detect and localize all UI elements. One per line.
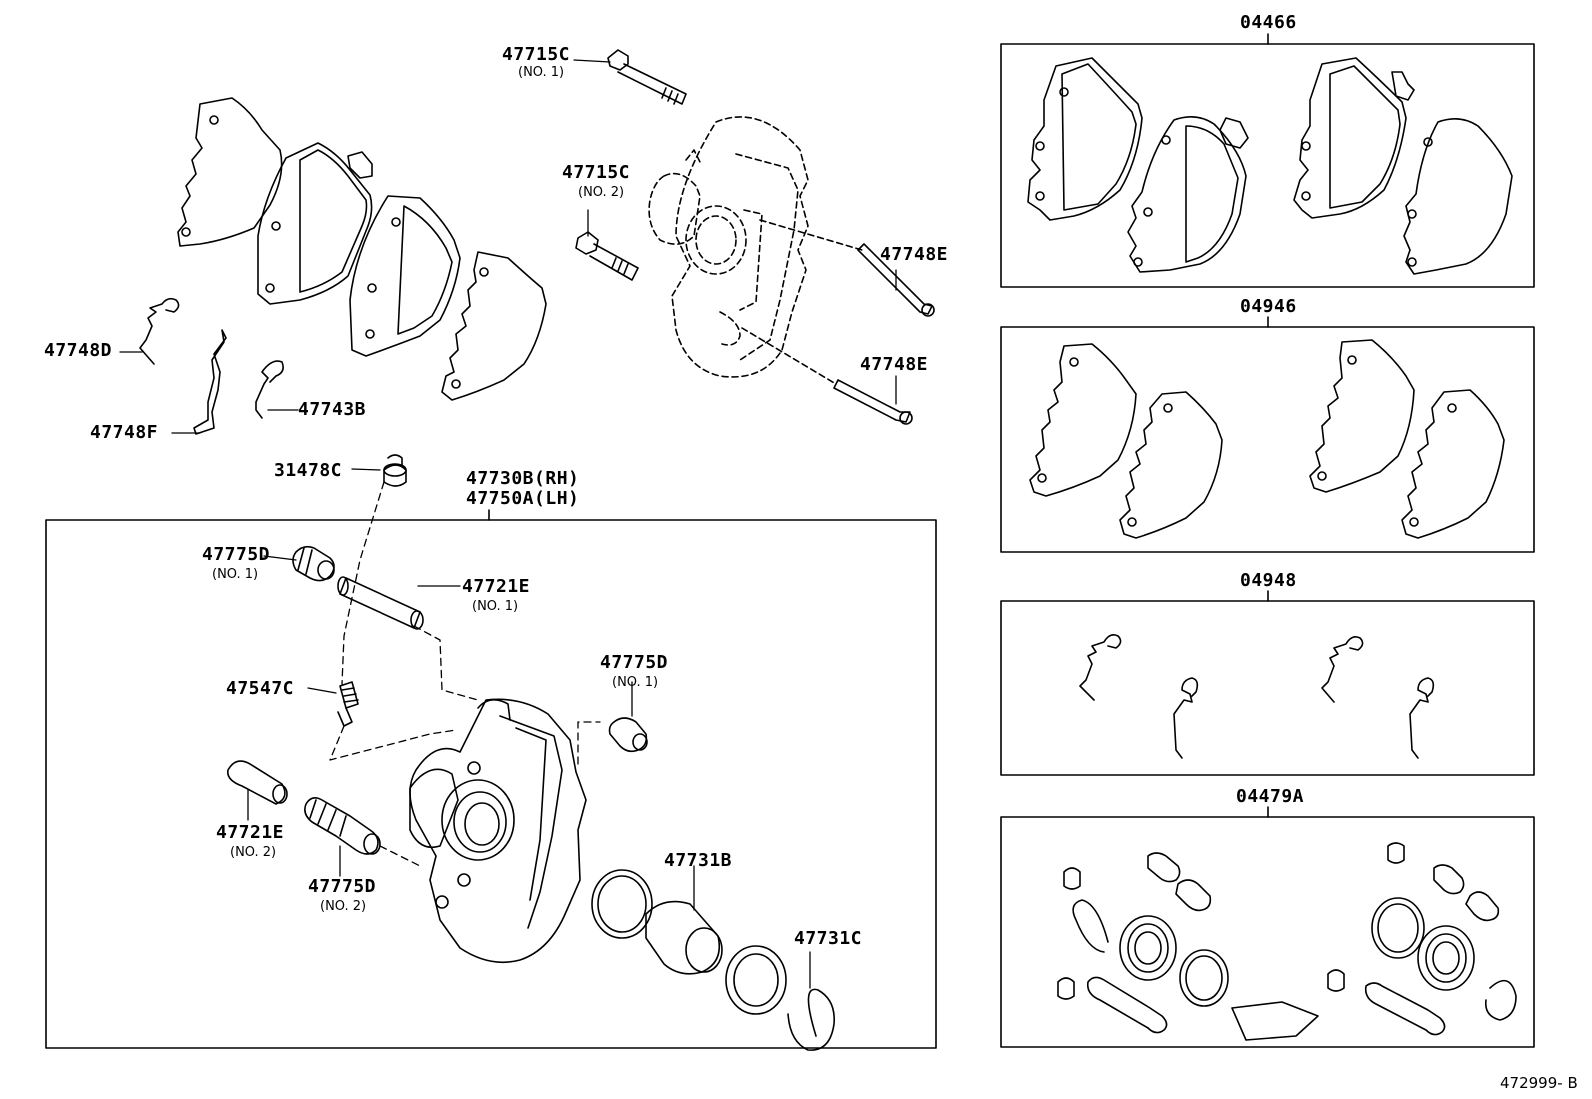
kit-label-04466[interactable]: 04466 (1240, 12, 1297, 33)
boot-47775D-no1-top (292, 545, 335, 582)
label-47731C[interactable]: 47731C (794, 928, 863, 949)
label-47748D[interactable]: 47748D (44, 340, 113, 361)
bleeder-plug-47547C (337, 681, 359, 727)
kit-04466-art (1027, 57, 1513, 275)
label-47715C-no1[interactable]: 47715C (502, 44, 571, 65)
label-47547C[interactable]: 47547C (226, 678, 295, 699)
label-47750A-lh[interactable]: 47750A(LH) (466, 488, 580, 509)
label-47730B-rh[interactable]: 47730B(RH) (466, 468, 580, 489)
bolt-47715C-no2 (575, 231, 639, 281)
piston (645, 900, 723, 975)
shim-inner-1 (441, 251, 547, 401)
boot-47775D-no2 (304, 796, 381, 855)
label-47721E-no1[interactable]: 47721E (462, 576, 531, 597)
kit-label-04946[interactable]: 04946 (1240, 296, 1297, 317)
label-47748E-upper[interactable]: 47748E (880, 244, 949, 265)
label-47715C-no2[interactable]: 47715C (562, 162, 631, 183)
main-assembly-frame (45, 509, 937, 1049)
note-47721E-no2: (NO. 2) (230, 845, 277, 860)
illustration-reference: 472999- B (1500, 1074, 1578, 1092)
pad-outer-1 (257, 142, 373, 305)
note-47775D-no1-right: (NO. 1) (612, 675, 659, 690)
note-47775D-no2: (NO. 2) (320, 899, 367, 914)
boot-47775D-no1-right (608, 717, 648, 753)
note-47775D-no1-top: (NO. 1) (212, 567, 259, 582)
clip-47743B (255, 360, 284, 419)
piston-seal-47731B (725, 945, 787, 1015)
label-47748E-lower[interactable]: 47748E (860, 354, 929, 375)
kit-label-04948[interactable]: 04948 (1240, 570, 1297, 591)
label-31478C[interactable]: 31478C (274, 460, 343, 481)
slide-pin-47721E-no2 (226, 760, 288, 805)
label-47743B[interactable]: 47743B (298, 399, 367, 420)
caliper-body (409, 698, 587, 964)
label-47721E-no2[interactable]: 47721E (216, 822, 285, 843)
kit-label-04479A[interactable]: 04479A (1236, 786, 1305, 807)
kit-04946-art (1029, 339, 1505, 539)
bleeder-cap-31478C (383, 454, 407, 487)
label-47775D-no1-top[interactable]: 47775D (202, 544, 271, 565)
kit-frames (1000, 33, 1535, 1048)
label-47731B[interactable]: 47731B (664, 850, 733, 871)
clip-47748D (139, 297, 180, 365)
kit-04479A-art (1057, 842, 1517, 1041)
kit-04948-art (1079, 634, 1435, 759)
caliper-reference-dashed (648, 116, 863, 385)
note-47715C-no1: (NO. 1) (518, 65, 565, 80)
leader-lines (119, 59, 897, 989)
ring-47731C (787, 988, 835, 1051)
label-47775D-no1-right[interactable]: 47775D (600, 652, 669, 673)
dust-boot-47731B (591, 869, 653, 939)
pad-inner-1 (349, 195, 461, 357)
dashed-connectors (329, 481, 601, 867)
pin-47748E-lower (833, 379, 913, 425)
note-47715C-no2: (NO. 2) (578, 185, 625, 200)
slide-pin-47721E-no1 (337, 576, 424, 630)
shim-outer-left (177, 97, 283, 247)
label-47775D-no2[interactable]: 47775D (308, 876, 377, 897)
bolt-47715C-no1 (607, 49, 687, 105)
note-47721E-no1: (NO. 1) (472, 599, 519, 614)
spring-47748F (193, 329, 227, 435)
pin-47748E-upper (857, 243, 935, 317)
label-47748F[interactable]: 47748F (90, 422, 159, 443)
